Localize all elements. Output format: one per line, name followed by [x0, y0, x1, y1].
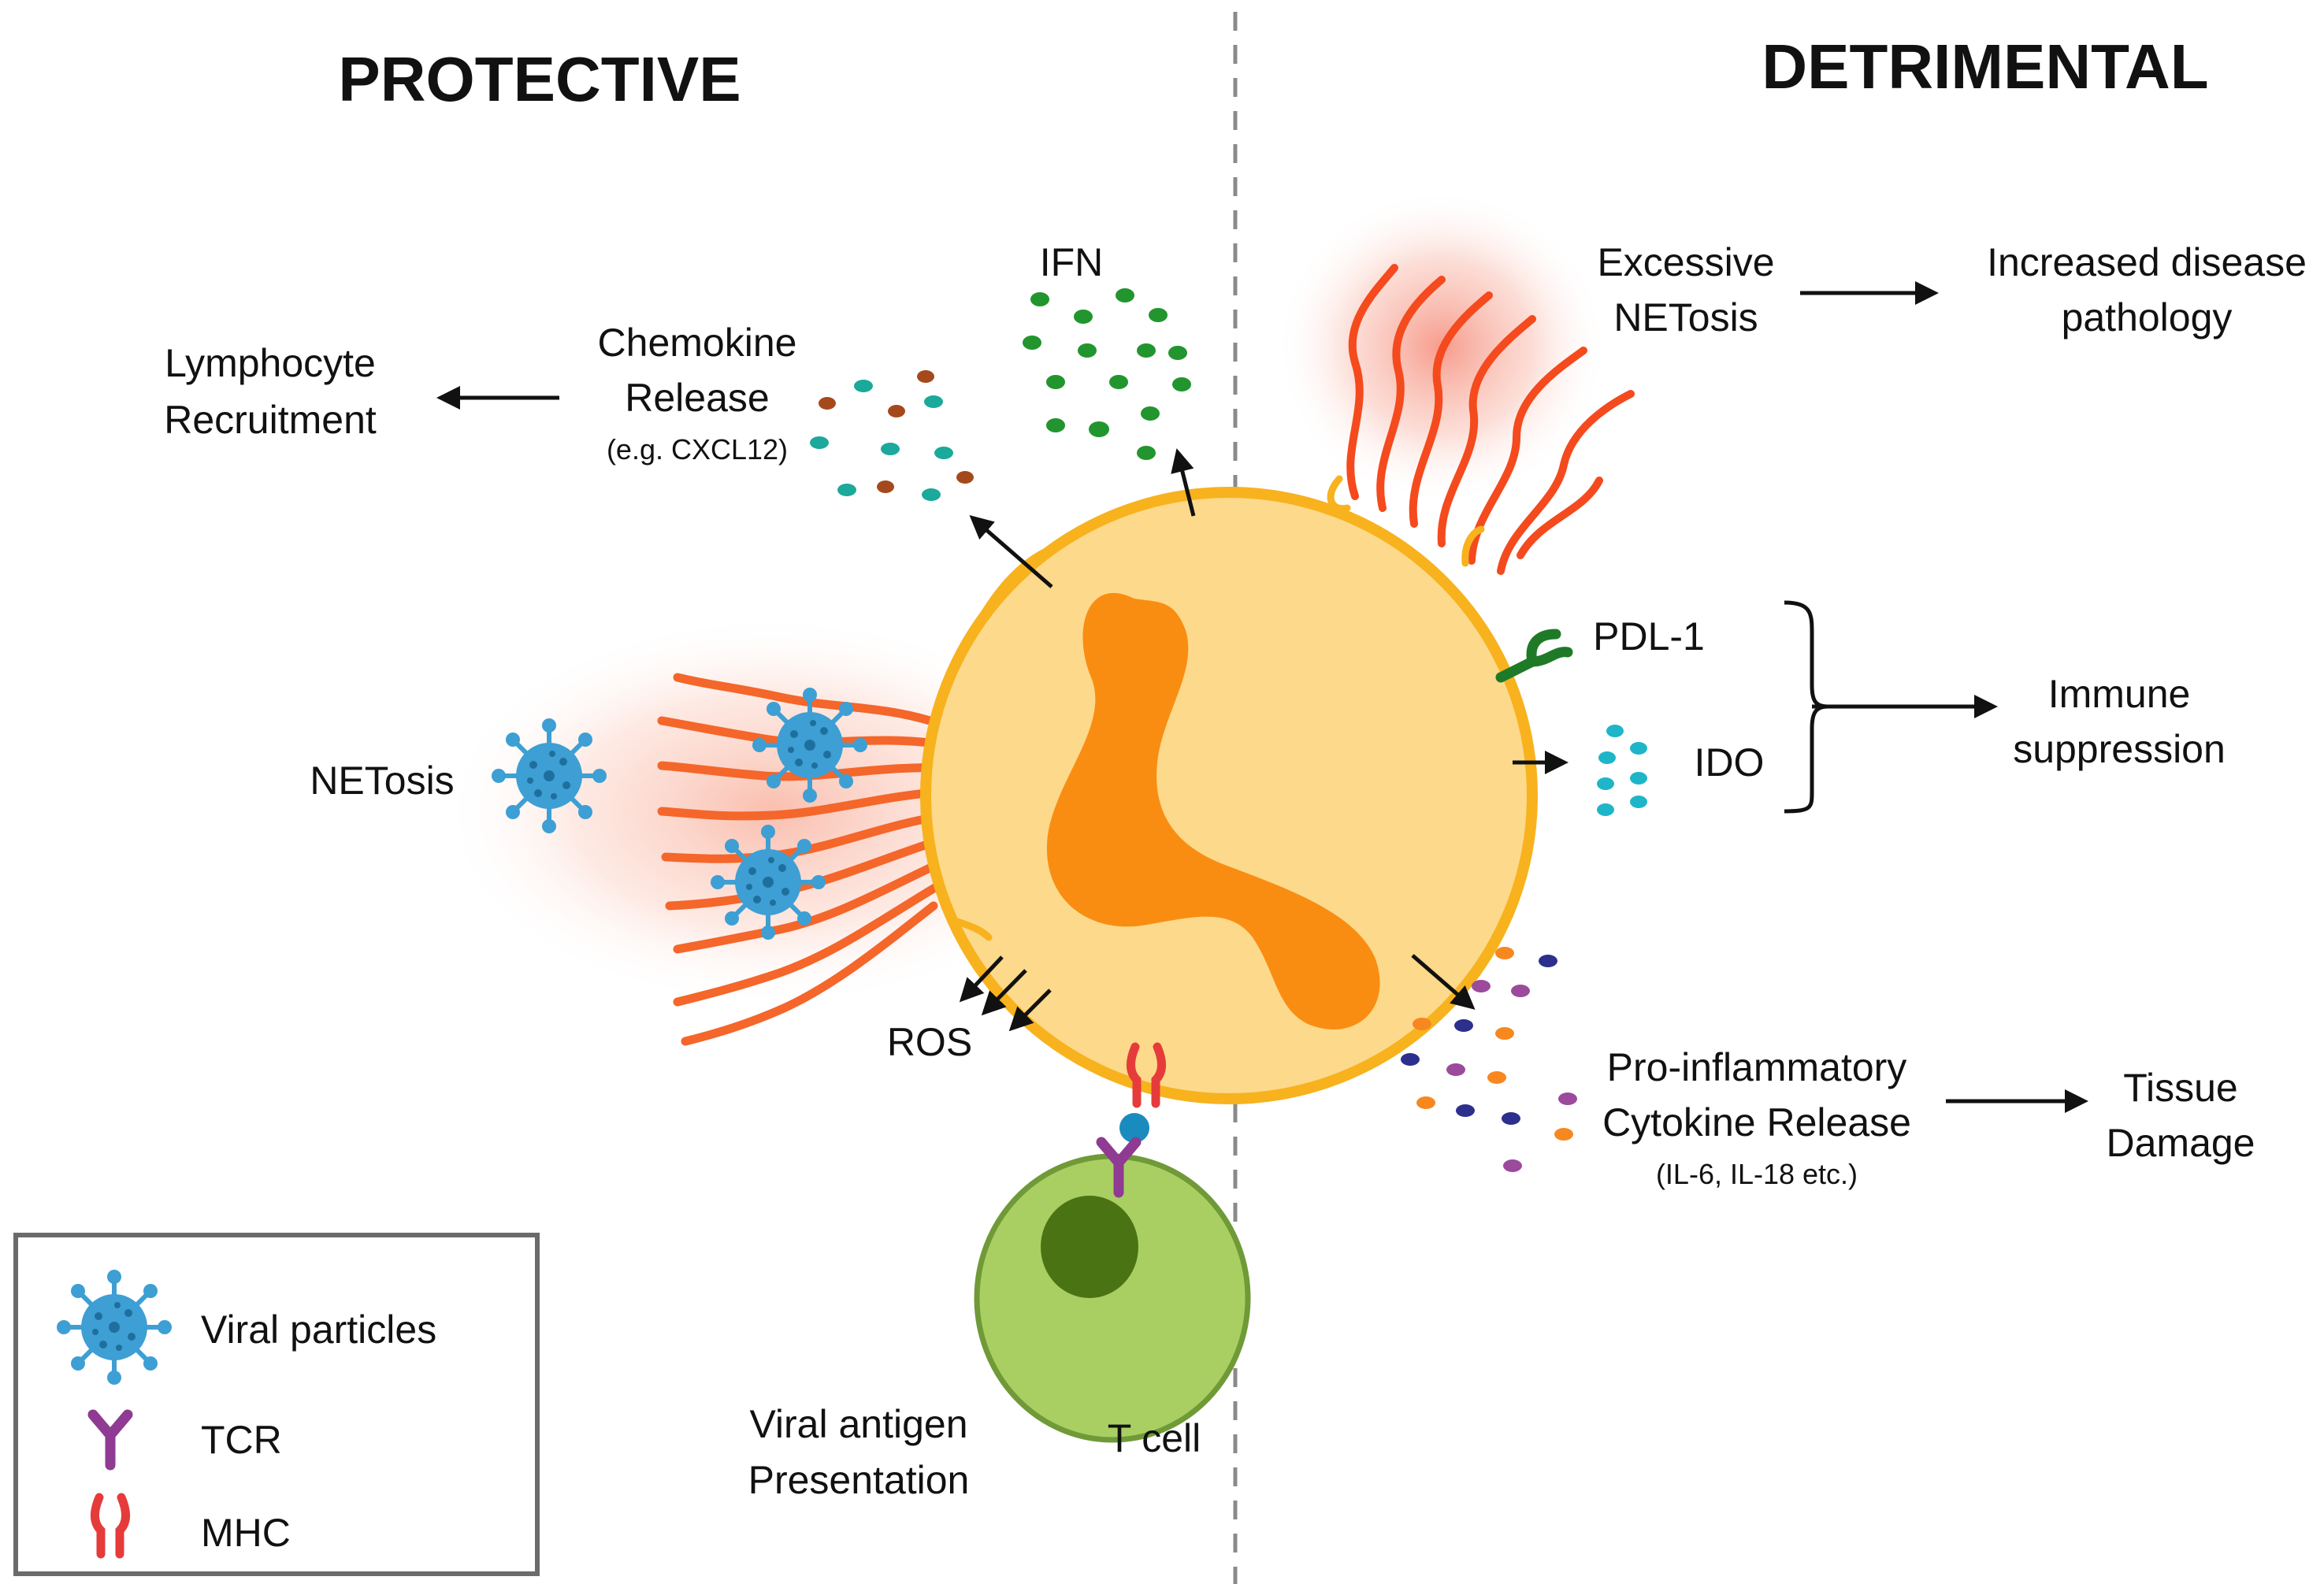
ifn-dots	[1023, 288, 1191, 460]
ido-dots	[1597, 725, 1647, 816]
legend-viral-label: Viral particles	[201, 1308, 436, 1352]
label-disease-line2: pathology	[2062, 295, 2233, 339]
legend: Viral particles TCR MHC	[13, 1233, 540, 1576]
neutrophil-nucleus	[1046, 592, 1380, 1030]
heading-protective: PROTECTIVE	[338, 44, 741, 114]
label-tissue-line1: Tissue	[2123, 1066, 2237, 1110]
neutrophil-cell	[920, 475, 1538, 1104]
arrows	[436, 281, 2088, 1113]
mhc-tcr-complex	[1101, 1047, 1162, 1193]
label-immune-line2: suppression	[2013, 727, 2226, 771]
label-cytokine-line2: Cytokine Release	[1602, 1100, 1911, 1144]
label-excessive-line2: NETosis	[1613, 295, 1758, 339]
label-chemokine-line2: Release	[625, 376, 769, 420]
net-strands-right	[1346, 264, 1635, 575]
label-cytokine-example: (IL-6, IL-18 etc.)	[1656, 1158, 1858, 1190]
label-cytokine-line1: Pro-inflammatory	[1607, 1045, 1907, 1089]
net-strands-left	[657, 673, 950, 1046]
label-tissue-line2: Damage	[2107, 1121, 2255, 1165]
label-ifn: IFN	[1040, 240, 1104, 284]
label-disease-line1: Increased disease	[1987, 240, 2307, 284]
label-antigen-line1: Viral antigen	[749, 1402, 967, 1446]
label-excessive-line1: Excessive	[1597, 240, 1774, 284]
virus-netosis-1	[492, 718, 607, 833]
immune-bracket	[1784, 600, 1828, 814]
legend-mhc-label: MHC	[201, 1511, 291, 1555]
pdl1-receptor	[1495, 629, 1573, 683]
label-chemokine-example: (e.g. CXCL12)	[607, 433, 788, 466]
label-tcell: T cell	[1108, 1416, 1201, 1460]
virus-netosis-3	[711, 825, 826, 940]
legend-virus-icon	[57, 1270, 172, 1385]
heading-detrimental: DETRIMENTAL	[1762, 32, 2208, 102]
label-antigen-line2: Presentation	[748, 1458, 970, 1502]
chemokine-dots	[810, 370, 974, 501]
label-ido: IDO	[1695, 740, 1765, 785]
cytokine-dots	[1401, 947, 1577, 1172]
t-cell	[974, 1153, 1251, 1443]
legend-tcr-label: TCR	[201, 1418, 282, 1462]
label-pdl1: PDL-1	[1593, 614, 1705, 658]
label-ros: ROS	[887, 1020, 972, 1064]
label-netosis: NETosis	[310, 759, 454, 803]
label-immune-line1: Immune	[2048, 672, 2191, 716]
virus-netosis-2	[752, 688, 867, 803]
legend-box	[13, 1233, 540, 1576]
label-lymphocyte-line2: Recruitment	[164, 398, 377, 442]
label-chemokine-line1: Chemokine	[598, 321, 797, 365]
label-lymphocyte-line1: Lymphocyte	[165, 341, 376, 385]
